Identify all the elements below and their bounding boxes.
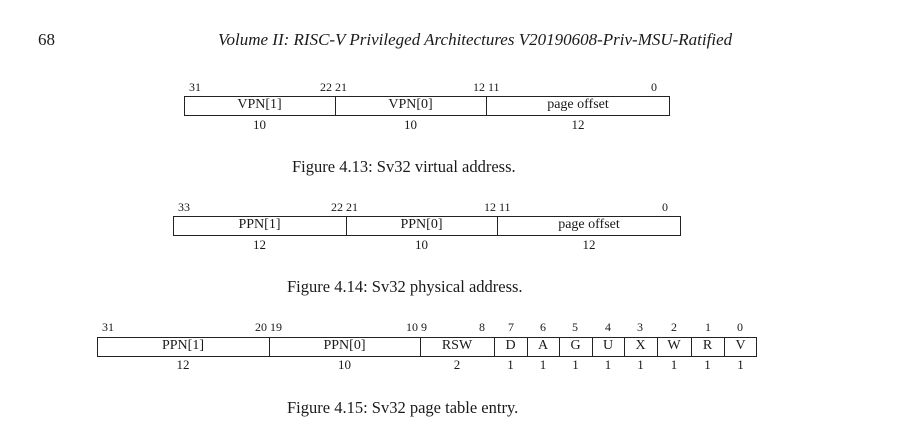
field-width: 1 <box>737 357 744 372</box>
field-r: R <box>702 338 713 353</box>
register-box <box>97 337 757 357</box>
figure-caption: Figure 4.13: Sv32 virtual address. <box>292 157 516 176</box>
bit-label: 2 <box>671 320 677 334</box>
field-divider <box>486 96 487 116</box>
figure-caption: Figure 4.15: Sv32 page table entry. <box>287 398 519 417</box>
bit-label: 31 <box>189 80 201 94</box>
field-d: D <box>505 338 516 353</box>
field-width: 2 <box>453 357 461 372</box>
bit-label: 0 <box>737 320 743 334</box>
field-page-offset: page offset <box>547 97 609 112</box>
field-width: 1 <box>604 357 612 372</box>
field-divider <box>724 337 725 357</box>
field-width: 12 <box>571 117 585 132</box>
field-divider <box>420 337 421 357</box>
bit-label: 31 <box>102 320 114 334</box>
field-width: 1 <box>637 357 644 372</box>
field-a: A <box>537 338 549 353</box>
field-width: 1 <box>507 357 514 372</box>
bit-label: 22 21 <box>320 80 347 94</box>
bit-label: 33 <box>178 200 190 214</box>
bit-label: 20 19 <box>255 320 282 334</box>
field-divider <box>335 96 336 116</box>
field-w: W <box>667 338 681 353</box>
field-u: U <box>602 338 614 353</box>
field-divider <box>527 337 528 357</box>
register-box <box>184 96 670 116</box>
field-page-offset: page offset <box>558 217 620 232</box>
bit-label: 8 <box>479 320 485 334</box>
field-vpn1: VPN[1] <box>237 97 282 112</box>
field-divider <box>269 337 270 357</box>
bit-label: 0 <box>651 80 657 94</box>
field-ppn1: PPN[1] <box>161 338 204 353</box>
bit-label: 6 <box>540 320 546 334</box>
field-divider <box>691 337 692 357</box>
field-rsw: RSW <box>441 338 473 353</box>
field-v: V <box>735 338 746 353</box>
field-ppn0: PPN[0] <box>400 217 443 232</box>
field-width: 1 <box>572 357 579 372</box>
bit-label: 22 21 <box>331 200 358 214</box>
bit-label: 1 <box>705 320 711 334</box>
bit-label: 10 9 <box>406 320 427 334</box>
field-width: 10 <box>415 237 428 252</box>
field-divider <box>592 337 593 357</box>
field-divider <box>497 216 498 236</box>
page-number: 68 <box>38 30 55 49</box>
bit-label: 4 <box>605 320 611 334</box>
field-ppn0: PPN[0] <box>323 338 366 353</box>
field-ppn1: PPN[1] <box>238 217 281 232</box>
field-divider <box>657 337 658 357</box>
field-vpn0: VPN[0] <box>388 97 433 112</box>
field-width: 10 <box>338 357 351 372</box>
field-width: 10 <box>404 117 417 132</box>
field-divider <box>494 337 495 357</box>
figure-caption: Figure 4.14: Sv32 physical address. <box>287 277 523 296</box>
field-divider <box>346 216 347 236</box>
bit-label: 5 <box>572 320 578 334</box>
field-width: 12 <box>253 237 266 252</box>
field-width: 10 <box>253 117 266 132</box>
register-box <box>173 216 681 236</box>
field-width: 1 <box>539 357 547 372</box>
field-g: G <box>570 338 581 353</box>
bit-label: 0 <box>662 200 668 214</box>
running-header: Volume II: RISC-V Privileged Architectur… <box>218 30 733 49</box>
bit-label: 3 <box>637 320 643 334</box>
field-width: 12 <box>176 357 190 372</box>
field-width: 12 <box>582 237 596 252</box>
field-x: X <box>635 338 646 353</box>
bit-label: 7 <box>508 320 514 334</box>
field-width: 1 <box>704 357 711 372</box>
field-divider <box>559 337 560 357</box>
field-width: 1 <box>670 357 678 372</box>
bit-label: 12 11 <box>473 80 500 94</box>
field-divider <box>624 337 625 357</box>
bit-label: 12 11 <box>484 200 511 214</box>
